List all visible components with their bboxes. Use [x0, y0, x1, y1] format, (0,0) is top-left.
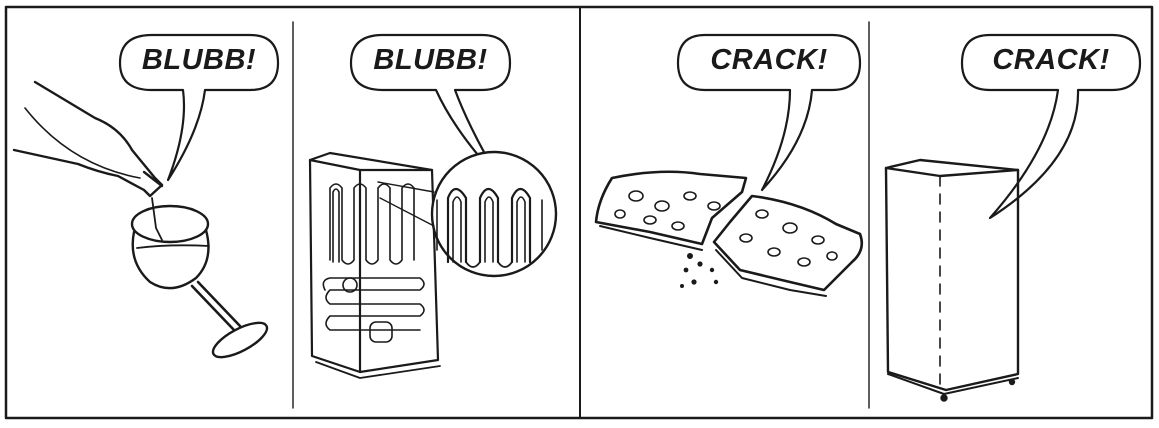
bread-right-half-icon	[712, 194, 864, 297]
wine-bottle-icon	[12, 80, 164, 198]
strip-frame	[4, 5, 1154, 420]
panel-2-fridge-coils	[308, 33, 558, 379]
bread-left-half-icon	[594, 170, 748, 251]
magnifier-circle	[377, 150, 558, 278]
panel-1-wine	[12, 33, 280, 359]
speech-bubble-1	[118, 33, 280, 182]
refrigerator-cabinet-icon	[884, 158, 1020, 402]
sound-effect-2: BLUBB!	[373, 44, 488, 76]
sound-effect-3: CRACK!	[710, 44, 828, 76]
refrigerator-back-icon	[308, 151, 441, 379]
sound-effect-1: BLUBB!	[141, 44, 257, 76]
panel-3-bread	[594, 33, 864, 297]
speech-bubble-3	[676, 33, 862, 192]
wine-glass-icon	[130, 197, 269, 359]
panel-4-cabinet	[884, 33, 1142, 402]
speech-bubble-4	[960, 33, 1142, 220]
cooling-coil-icon	[322, 183, 425, 343]
sound-effect-4: CRACK!	[992, 44, 1110, 76]
bread-crumbs-icon	[680, 253, 719, 288]
